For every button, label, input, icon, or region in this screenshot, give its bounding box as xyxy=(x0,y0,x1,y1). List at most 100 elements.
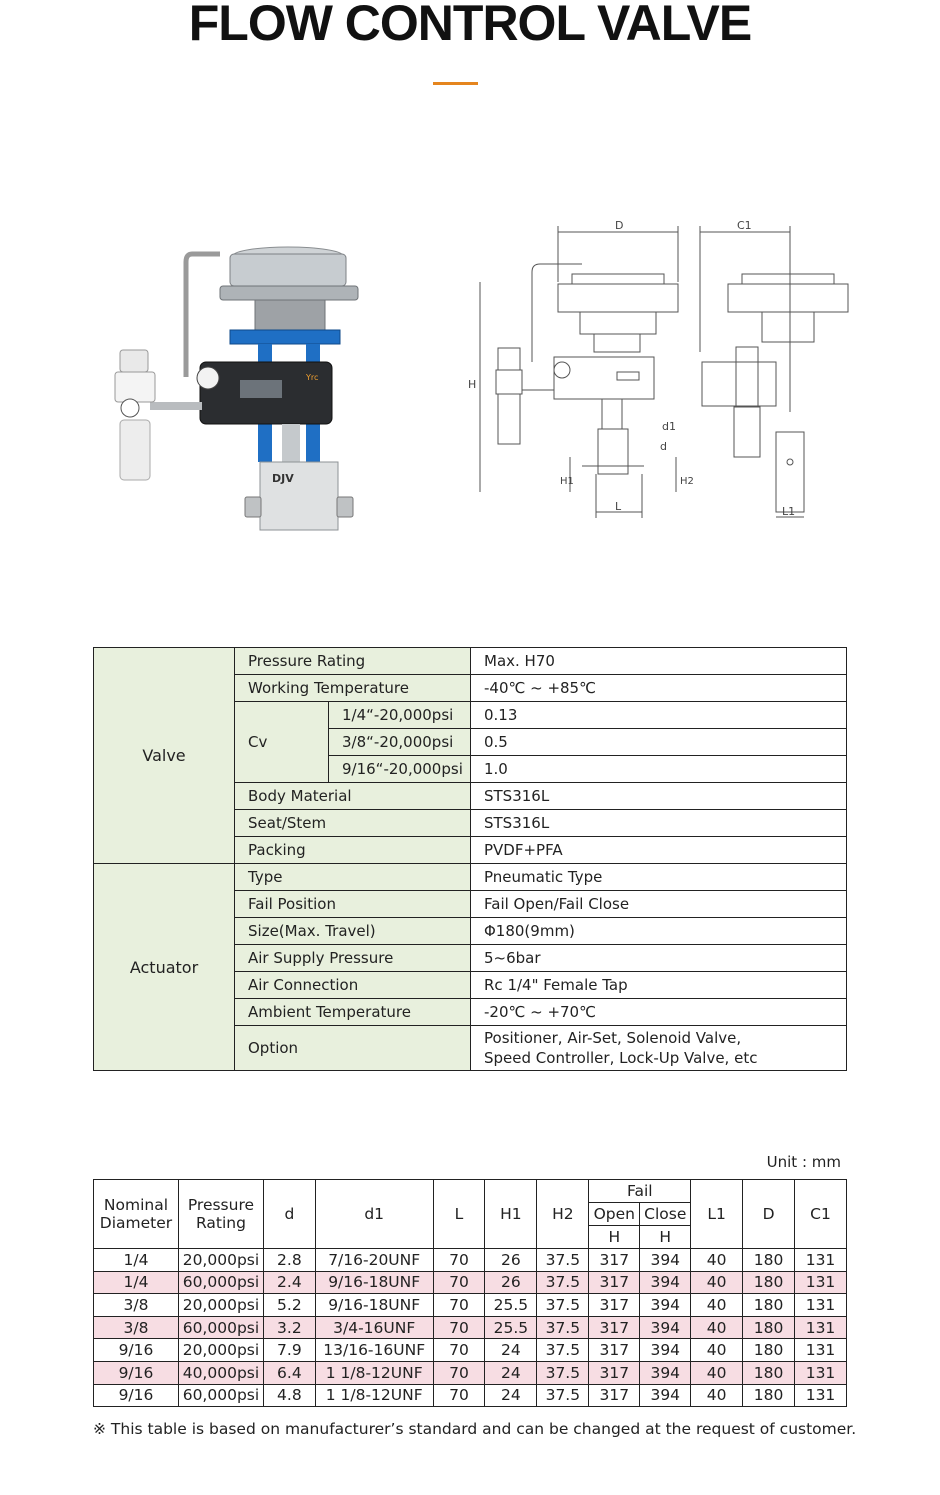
table-cell: 40 xyxy=(690,1293,744,1317)
table-cell: 9/16 xyxy=(93,1383,179,1408)
header-l: L xyxy=(432,1179,486,1249)
table-cell: 7/16-20UNF xyxy=(314,1248,434,1272)
table-cell: 26 xyxy=(484,1270,538,1295)
table-cell: 394 xyxy=(639,1293,692,1317)
table-cell: 37.5 xyxy=(536,1383,590,1408)
spec-label-cv: Cv xyxy=(234,701,329,783)
table-cell: 5.2 xyxy=(262,1293,316,1317)
page-title: FLOW CONTROL VALVE xyxy=(188,0,753,51)
table-cell: 180 xyxy=(742,1270,796,1295)
spec-label: Air Supply Pressure xyxy=(234,944,471,972)
header-l1: L1 xyxy=(690,1179,744,1249)
table-cell: 131 xyxy=(794,1270,847,1295)
table-cell: 24 xyxy=(484,1383,538,1408)
svg-text:d: d xyxy=(660,440,667,453)
spec-label: Fail Position xyxy=(234,890,471,918)
spec-group-valve: Valve xyxy=(93,647,235,864)
cv-size-label: 3/8“-20,000psi xyxy=(328,728,471,756)
table-cell: 20,000psi xyxy=(177,1338,264,1362)
spec-value: Φ180(9mm) xyxy=(470,917,847,945)
table-cell: 317 xyxy=(588,1360,641,1385)
spec-label: Seat/Stem xyxy=(234,809,471,837)
header-dd: D xyxy=(742,1179,796,1249)
spec-value: PVDF+PFA xyxy=(470,836,847,864)
table-cell: 24 xyxy=(484,1360,538,1385)
svg-text:d1: d1 xyxy=(662,420,676,433)
spec-value: STS316L xyxy=(470,782,847,810)
positioner-brand: Yrc xyxy=(305,373,318,382)
spec-label: Body Material xyxy=(234,782,471,810)
spec-group-actuator: Actuator xyxy=(93,863,235,1071)
header-c1: C1 xyxy=(794,1179,847,1249)
table-cell: 1 1/8-12UNF xyxy=(314,1360,434,1385)
svg-text:L: L xyxy=(615,500,622,513)
table-cell: 131 xyxy=(794,1315,847,1340)
table-cell: 4.8 xyxy=(262,1383,316,1408)
spec-label: Packing xyxy=(234,836,471,864)
table-cell: 317 xyxy=(588,1248,641,1272)
cv-size-label: 1/4“-20,000psi xyxy=(328,701,471,729)
table-cell: 9/16-18UNF xyxy=(314,1270,434,1295)
table-cell: 9/16 xyxy=(93,1360,179,1385)
table-cell: 13/16-16UNF xyxy=(314,1338,434,1362)
spec-label: Option xyxy=(234,1025,471,1071)
table-cell: 40 xyxy=(690,1338,744,1362)
spec-label: Working Temperature xyxy=(234,674,471,702)
table-cell: 3.2 xyxy=(262,1315,316,1340)
spec-value: Rc 1/4" Female Tap xyxy=(470,971,847,999)
unit-label: Unit : mm xyxy=(766,1153,841,1171)
table-cell: 70 xyxy=(432,1338,486,1362)
table-cell: 394 xyxy=(639,1383,692,1408)
spec-label: Size(Max. Travel) xyxy=(234,917,471,945)
table-cell: 394 xyxy=(639,1248,692,1272)
table-cell: 317 xyxy=(588,1270,641,1295)
table-cell: 20,000psi xyxy=(177,1248,264,1272)
spec-value: Max. H70 xyxy=(470,647,847,675)
table-cell: 40 xyxy=(690,1383,744,1408)
table-cell: 37.5 xyxy=(536,1338,590,1362)
table-cell: 6.4 xyxy=(262,1360,316,1385)
table-cell: 3/4-16UNF xyxy=(314,1315,434,1340)
header-d1: d1 xyxy=(314,1179,434,1249)
spec-value: 0.13 xyxy=(470,701,847,729)
table-cell: 180 xyxy=(742,1360,796,1385)
table-cell: 37.5 xyxy=(536,1315,590,1340)
spec-value: -40℃ ~ +85℃ xyxy=(470,674,847,702)
table-cell: 7.9 xyxy=(262,1338,316,1362)
svg-text:H: H xyxy=(468,378,476,391)
table-cell: 40,000psi xyxy=(177,1360,264,1385)
table-cell: 70 xyxy=(432,1315,486,1340)
table-cell: 131 xyxy=(794,1360,847,1385)
table-cell: 317 xyxy=(588,1338,641,1362)
table-cell: 131 xyxy=(794,1338,847,1362)
option-line: Positioner, Air-Set, Solenoid Valve, xyxy=(484,1029,742,1047)
spec-value: Pneumatic Type xyxy=(470,863,847,891)
table-cell: 1/4 xyxy=(93,1270,179,1295)
spec-label: Type xyxy=(234,863,471,891)
spec-value-option: Positioner, Air-Set, Solenoid Valve, Spe… xyxy=(470,1025,847,1071)
table-note: ※ This table is based on manufacturer’s … xyxy=(93,1420,857,1438)
table-cell: 37.5 xyxy=(536,1360,590,1385)
header-open-h: H xyxy=(588,1225,641,1249)
spec-value: STS316L xyxy=(470,809,847,837)
spec-value: Fail Open/Fail Close xyxy=(470,890,847,918)
table-cell: 180 xyxy=(742,1383,796,1408)
header-fail: Fail xyxy=(588,1179,692,1203)
header-h2: H2 xyxy=(536,1179,590,1249)
table-cell: 40 xyxy=(690,1315,744,1340)
svg-text:D: D xyxy=(615,219,623,232)
spec-label: Ambient Temperature xyxy=(234,998,471,1026)
table-cell: 131 xyxy=(794,1383,847,1408)
table-cell: 180 xyxy=(742,1293,796,1317)
table-cell: 25.5 xyxy=(484,1315,538,1340)
table-cell: 180 xyxy=(742,1248,796,1272)
table-cell: 70 xyxy=(432,1248,486,1272)
table-cell: 394 xyxy=(639,1338,692,1362)
